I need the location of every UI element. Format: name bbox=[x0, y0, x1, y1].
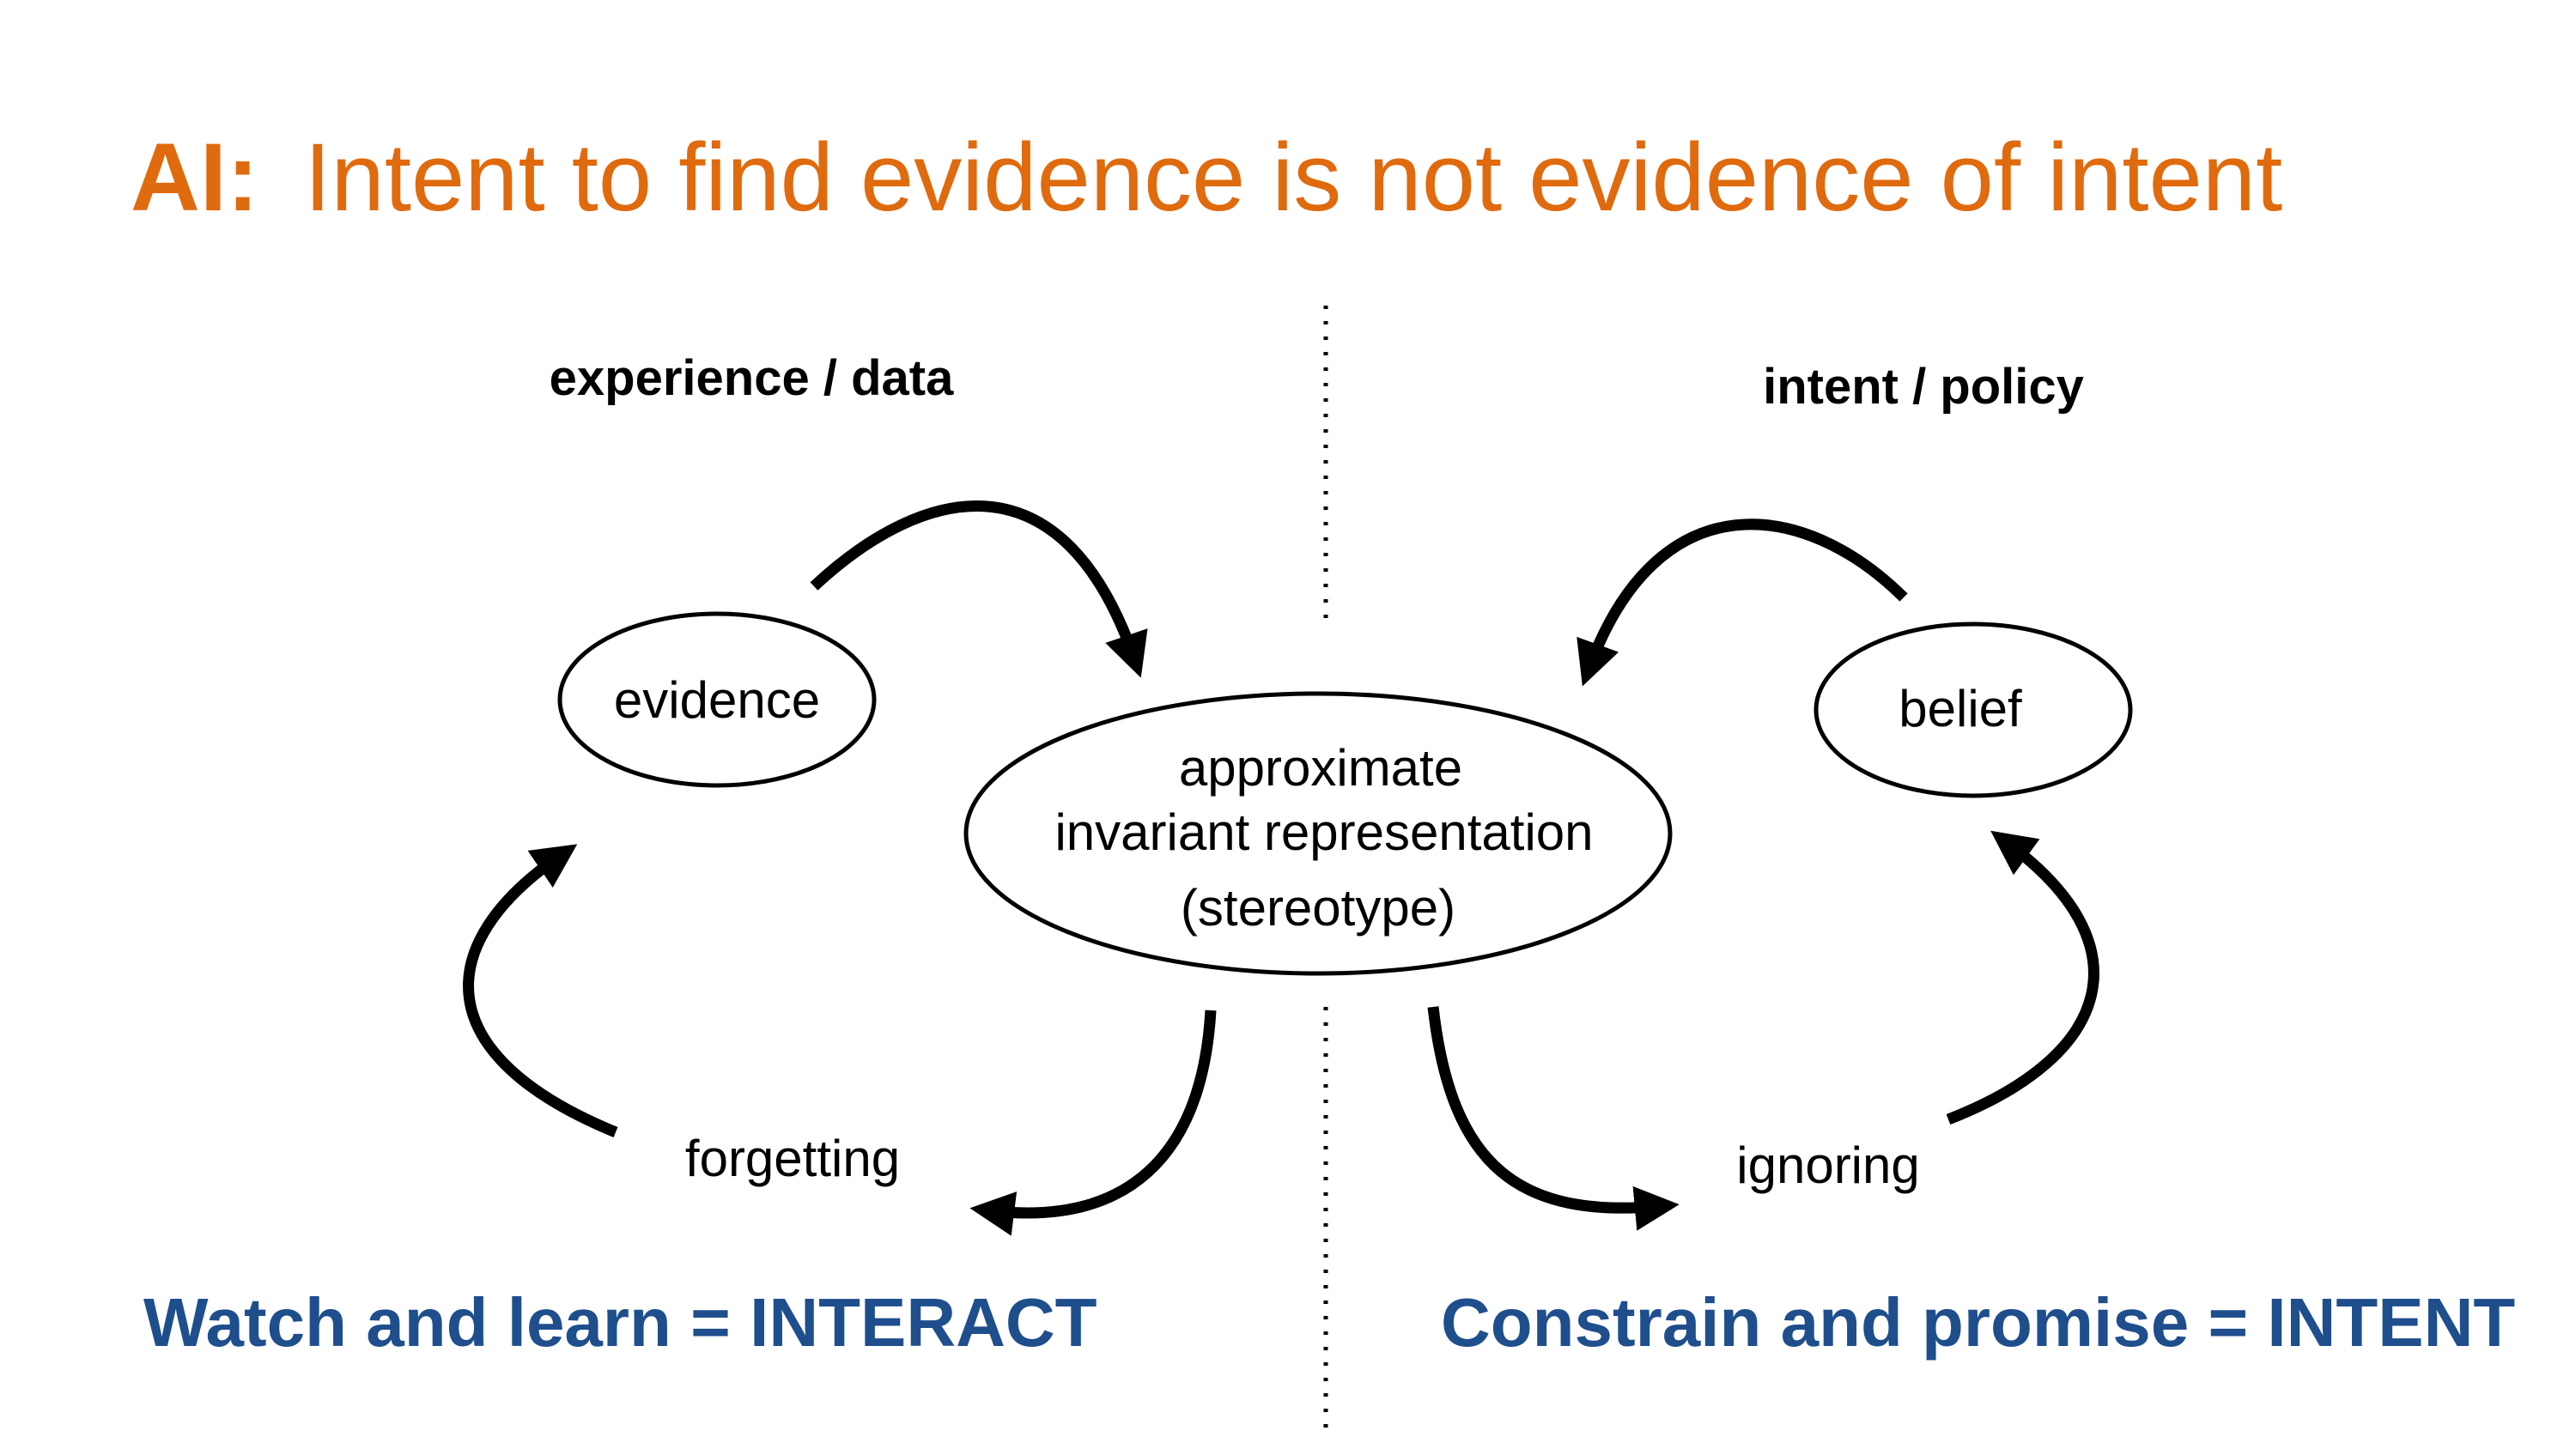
footer-right-caption: Constrain and promise = INTENT bbox=[1441, 1284, 2515, 1361]
arrow-belief-to-stereotype bbox=[1577, 518, 1908, 687]
ignoring-label: ignoring bbox=[1736, 1137, 1920, 1194]
belief-label: belief bbox=[1899, 680, 2022, 737]
arrow-ignoring-to-belief bbox=[1946, 830, 2099, 1125]
arrow-stereotype-to-ignoring bbox=[1427, 1006, 1680, 1231]
center-label-line2: invariant representation bbox=[1054, 803, 1593, 861]
footer-left-caption: Watch and learn = INTERACT bbox=[143, 1284, 1097, 1361]
arrow-forgetting-to-evidence bbox=[463, 844, 618, 1138]
center-label-line3: (stereotype) bbox=[1181, 879, 1455, 937]
evidence-label: evidence bbox=[614, 671, 820, 729]
belief-node bbox=[1814, 621, 2133, 798]
heading-intent-policy: intent / policy bbox=[1763, 359, 2084, 415]
stereotype-node bbox=[963, 691, 1673, 976]
title-prefix: AI: bbox=[131, 124, 258, 231]
heading-experience-data: experience / data bbox=[550, 350, 954, 406]
slide-title: AI: Intent to find evidence is not evide… bbox=[131, 124, 2282, 231]
arrow-evidence-to-stereotype bbox=[810, 500, 1148, 678]
evidence-node bbox=[557, 611, 877, 788]
title-text: Intent to find evidence is not evidence … bbox=[304, 124, 2282, 231]
forgetting-label: forgetting bbox=[685, 1130, 900, 1187]
center-label-line1: approximate bbox=[1179, 739, 1462, 797]
arrow-stereotype-to-forgetting bbox=[969, 1009, 1217, 1236]
